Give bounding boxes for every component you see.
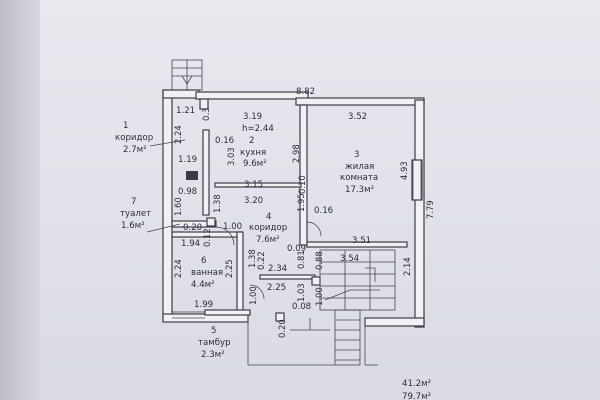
area-totals: 41.2м² 79.7м² bbox=[402, 379, 431, 400]
dim-7.79: 7.79 bbox=[425, 200, 435, 219]
room-number: 7 bbox=[131, 197, 136, 207]
outer-walls bbox=[162, 89, 425, 328]
leader-line bbox=[149, 139, 186, 147]
dim-0.08: 0.08 bbox=[292, 302, 311, 312]
room-1-label: 1 коридор 2.7м² bbox=[115, 121, 153, 155]
dimensions: 8.82 3.52 3.19 1.21 0.3 0.16 2.24 3.03 2… bbox=[173, 87, 435, 338]
room-name: жилая bbox=[345, 162, 374, 172]
room-name: коридор bbox=[115, 133, 153, 143]
room-area: 7.6м² bbox=[256, 235, 280, 245]
dim-1.00-low: 1.00 bbox=[248, 286, 258, 305]
window-marks bbox=[172, 160, 422, 319]
room-name: тамбур bbox=[198, 338, 231, 348]
dim-4.93: 4.93 bbox=[399, 161, 409, 180]
dim-3.15: 3.15 bbox=[244, 180, 263, 190]
room-number: 2 bbox=[249, 136, 254, 146]
dim-3.51: 3.51 bbox=[352, 236, 371, 246]
kitchen-fixture bbox=[186, 171, 198, 180]
room-name: туалет bbox=[120, 209, 151, 219]
dim-0.16-right: 0.16 bbox=[314, 206, 333, 216]
dim-2.25-low: 2.25 bbox=[224, 259, 234, 278]
dim-3.52: 3.52 bbox=[348, 112, 367, 122]
dim-0.16: 0.16 bbox=[215, 136, 234, 146]
dim-0.12: 0.12 bbox=[202, 228, 212, 247]
dim-2.24-top: 2.24 bbox=[173, 125, 183, 144]
room-area: 4.4м² bbox=[191, 280, 215, 290]
dim-1.38-upper: 1.38 bbox=[212, 194, 222, 213]
dim-0.20-low: 0.20 bbox=[277, 319, 287, 338]
vestibule-outline bbox=[247, 318, 335, 366]
room-area: 17.3м² bbox=[345, 185, 374, 195]
room-6-label: 6 ванная 4.4м² bbox=[191, 256, 223, 290]
room-number: 6 bbox=[201, 256, 206, 266]
dim-0.3: 0.3 bbox=[201, 108, 211, 121]
dim-3.03: 3.03 bbox=[226, 147, 236, 166]
room-number: 4 bbox=[266, 212, 271, 222]
room-area: 2.3м² bbox=[201, 350, 225, 360]
dim-1.21: 1.21 bbox=[176, 106, 195, 116]
dim-2.14: 2.14 bbox=[402, 257, 412, 276]
top-stair bbox=[171, 59, 203, 91]
dim-1.99: 1.99 bbox=[194, 300, 213, 310]
room-area: 1.6м² bbox=[121, 221, 145, 231]
dim-2.24-low: 2.24 bbox=[173, 259, 183, 278]
dim-1.95: 1.95 bbox=[296, 193, 306, 212]
column-marker bbox=[275, 312, 285, 322]
ceiling-height: h=2.44 bbox=[242, 124, 274, 134]
main-stair bbox=[319, 249, 396, 311]
room-name: кухня bbox=[240, 148, 266, 158]
interior-walls bbox=[171, 98, 423, 316]
dim-0.20: 0.20 bbox=[183, 223, 202, 233]
dim-1.94: 1.94 bbox=[181, 239, 200, 249]
dim-0.09: 0.09 bbox=[287, 244, 306, 254]
dim-0.81: 0.81 bbox=[296, 250, 306, 269]
dim-1.19: 1.19 bbox=[178, 155, 197, 165]
room-name: коридор bbox=[249, 223, 287, 233]
dim-0.22: 0.22 bbox=[256, 251, 266, 270]
room-number: 5 bbox=[211, 326, 216, 336]
room-number: 1 bbox=[123, 121, 128, 131]
room-area: 2.7м² bbox=[123, 145, 147, 155]
dim-1.00: 1.00 bbox=[223, 222, 242, 232]
dim-2.98: 2.98 bbox=[291, 144, 301, 163]
room-name: ванная bbox=[191, 268, 223, 278]
room-4-label: 4 коридор 7.6м² bbox=[249, 212, 287, 245]
door-swings bbox=[215, 221, 322, 300]
dim-2.25-mid: 2.25 bbox=[267, 283, 286, 293]
total-area-2: 79.7м² bbox=[402, 392, 431, 400]
dim-1.03: 1.03 bbox=[296, 283, 306, 302]
room-7-label: 7 туалет 1.6м² bbox=[120, 197, 151, 231]
dim-1.38-low: 1.38 bbox=[247, 249, 257, 268]
dim-3.19: 3.19 bbox=[243, 112, 262, 122]
room-name-line2: комната bbox=[340, 173, 378, 183]
total-area-1: 41.2м² bbox=[402, 379, 431, 389]
dim-0.10: 0.10 bbox=[297, 175, 307, 194]
column-marker bbox=[311, 276, 321, 286]
room-5-label: 5 тамбур 2.3м² bbox=[198, 326, 231, 360]
column-marker bbox=[206, 217, 216, 227]
room-3-label: 3 жилая комната 17.3м² bbox=[340, 150, 378, 195]
leader-line bbox=[146, 223, 181, 233]
dim-0.98: 0.98 bbox=[178, 187, 197, 197]
room-number: 3 bbox=[354, 150, 359, 160]
dim-1.00-stair: 1.00 bbox=[314, 287, 324, 306]
dim-0.88: 0.88 bbox=[314, 251, 324, 270]
dim-8.82: 8.82 bbox=[296, 87, 315, 97]
dim-3.20: 3.20 bbox=[244, 196, 263, 206]
room-area: 9.6м² bbox=[243, 159, 267, 169]
dim-1.60: 1.60 bbox=[173, 197, 183, 216]
room-2-label: h=2.44 2 кухня 9.6м² bbox=[240, 124, 274, 169]
dim-2.34: 2.34 bbox=[268, 264, 287, 274]
dim-3.54: 3.54 bbox=[340, 254, 359, 264]
porch-steps bbox=[334, 309, 378, 366]
